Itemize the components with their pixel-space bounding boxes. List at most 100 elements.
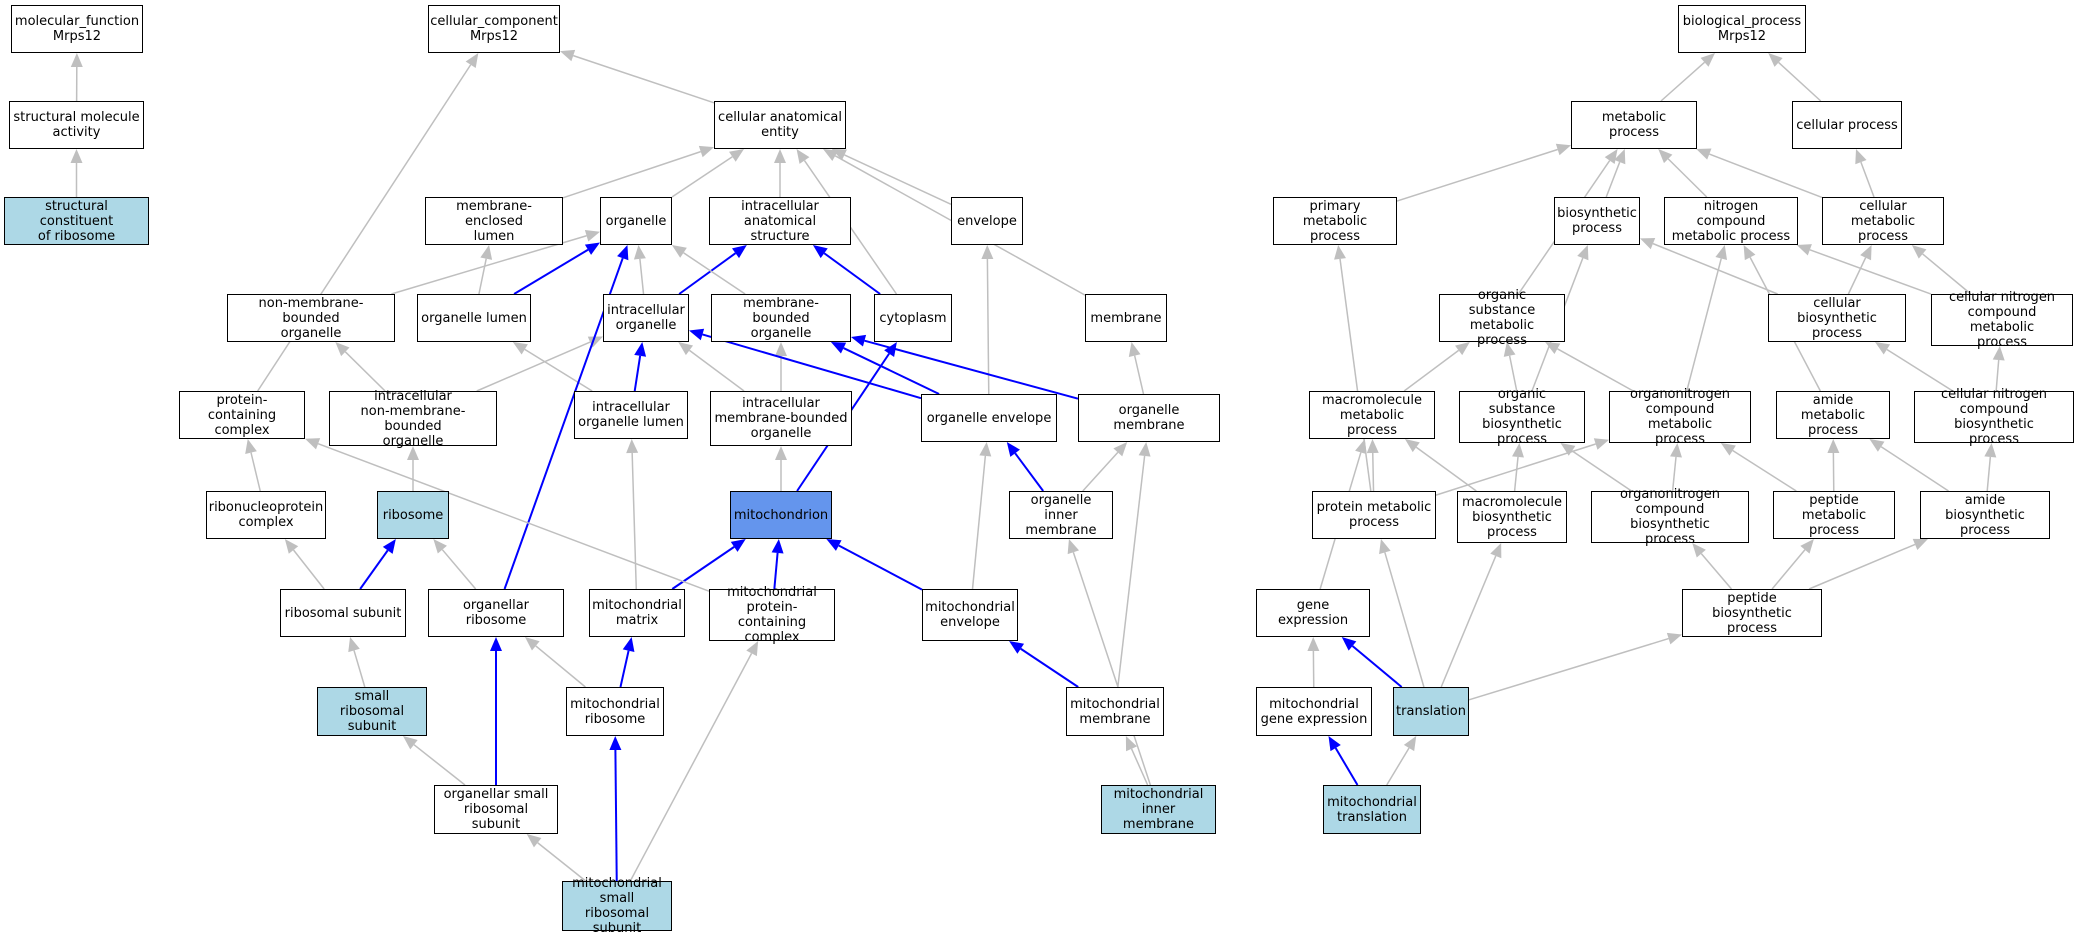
- node-organic-substance-biosynthetic-process[interactable]: organic substance biosynthetic process: [1459, 387, 1585, 447]
- edge-omem-mem: [1133, 355, 1145, 395]
- node-mitochondrial-translation[interactable]: mitochondrial translation: [1323, 785, 1421, 834]
- edge-io-ias: [678, 252, 737, 295]
- node-mitochondrial-protein-containing-complex[interactable]: mitochondrial protein-containing complex: [709, 585, 835, 645]
- node-macromolecule-biosynthetic-process[interactable]: macromolecule biosynthetic process: [1457, 491, 1567, 543]
- node-mitochondrial-small-ribosomal-subunit[interactable]: mitochondrial small ribosomal subunit: [562, 876, 672, 936]
- node-structural-constituent-of-ribosome[interactable]: structural constituent of ribosome: [4, 197, 149, 245]
- node-protein-metabolic-process[interactable]: protein metabolic process: [1312, 491, 1436, 539]
- arrowhead-pmp-mp: [1555, 143, 1571, 156]
- arrowhead-cncbp-cbp: [1875, 342, 1891, 355]
- node-intracellular-organelle[interactable]: intracellular organelle: [603, 294, 689, 342]
- edge-mel-cae: [562, 150, 701, 199]
- arrowhead-mpcc-pcc: [305, 438, 321, 450]
- arrowhead-imbo-io: [678, 342, 694, 356]
- edge-trans-prmp: [1384, 552, 1425, 688]
- node-membrane[interactable]: membrane: [1085, 294, 1167, 342]
- arrowhead-orgl-org: [584, 242, 600, 255]
- edge-cncmp-ncmp: [1809, 249, 1932, 295]
- node-amide-metabolic-process[interactable]: amide metabolic process: [1776, 391, 1890, 439]
- node-non-membrane-bounded-organelle[interactable]: non-membrane-bounded organelle: [227, 294, 395, 342]
- node-organelle-membrane[interactable]: organelle membrane: [1078, 394, 1220, 442]
- arrowhead-trans-ge: [1341, 637, 1357, 651]
- node-biological-process[interactable]: biological_process Mrps12: [1678, 5, 1806, 53]
- arrowhead-oim-omem: [1113, 442, 1128, 457]
- node-membrane-bounded-organelle[interactable]: membrane-bounded organelle: [711, 294, 851, 342]
- node-metabolic-process[interactable]: metabolic process: [1571, 101, 1697, 149]
- arrowhead-mssu-mribo: [609, 736, 622, 751]
- node-organellar-ribosome[interactable]: organellar ribosome: [428, 589, 564, 637]
- node-membrane-enclosed-lumen[interactable]: membrane-enclosed lumen: [425, 197, 563, 245]
- edge-osbp-osmp: [1508, 355, 1518, 392]
- arrowhead-prmp-pmp: [1334, 245, 1346, 260]
- arrowhead-mpcc-mito: [771, 539, 784, 554]
- node-mitochondrial-envelope[interactable]: mitochondrial envelope: [922, 589, 1018, 641]
- node-cellular-component[interactable]: cellular_component Mrps12: [428, 5, 560, 53]
- node-intracellular-organelle-lumen[interactable]: intracellular organelle lumen: [574, 391, 688, 439]
- edge-cmp-cp: [1860, 161, 1875, 198]
- edge-pepmp-oncmp: [1732, 449, 1797, 492]
- node-mitochondrial-gene-expression[interactable]: mitochondrial gene expression: [1256, 687, 1372, 736]
- node-cellular-nitrogen-compound-biosynthetic-process[interactable]: cellular nitrogen compound biosynthetic …: [1914, 387, 2074, 447]
- node-organonitrogen-compound-biosynthetic-process[interactable]: organonitrogen compound biosynthetic pro…: [1591, 487, 1749, 547]
- node-macromolecule-metabolic-process[interactable]: macromolecule metabolic process: [1309, 391, 1435, 439]
- node-cellular-process[interactable]: cellular process: [1792, 101, 1902, 149]
- edge-cmp-mp: [1709, 153, 1823, 199]
- node-organelle[interactable]: organelle: [600, 197, 672, 245]
- edge-rsu-ribo: [359, 549, 389, 590]
- node-molecular-function[interactable]: molecular_function Mrps12: [11, 5, 143, 53]
- node-organelle-inner-membrane[interactable]: organelle inner membrane: [1009, 491, 1113, 539]
- node-amide-biosynthetic-process[interactable]: amide biosynthetic process: [1920, 491, 2050, 539]
- edge-oncmp-ncmp: [1686, 258, 1722, 392]
- edge-cae-cc: [573, 54, 715, 104]
- arrowhead-pepmp-amp: [1827, 439, 1840, 454]
- node-nitrogen-compound-metabolic-process[interactable]: nitrogen compound metabolic process: [1664, 197, 1798, 245]
- edge-cncmp-cmp: [1922, 253, 1972, 295]
- arrowhead-cyto-cae: [796, 149, 810, 164]
- edge-mmat-mito: [671, 546, 735, 590]
- node-organic-substance-metabolic-process[interactable]: organic substance metabolic process: [1439, 288, 1565, 348]
- arrowhead-iol-orgl: [512, 342, 528, 355]
- edge-inmbo-nmbo: [344, 351, 386, 392]
- node-mitochondrial-matrix[interactable]: mitochondrial matrix: [589, 589, 685, 637]
- node-organellar-small-ribosomal-subunit[interactable]: organellar small ribosomal subunit: [434, 785, 558, 834]
- edge-mssu-mribo: [614, 749, 618, 882]
- node-ribonucleoprotein-complex[interactable]: ribonucleoprotein complex: [206, 491, 326, 539]
- node-mitochondrion[interactable]: mitochondrion: [730, 491, 832, 539]
- node-primary-metabolic-process[interactable]: primary metabolic process: [1273, 197, 1397, 245]
- edge-mim-mmem: [1130, 748, 1149, 786]
- node-ribosome[interactable]: ribosome: [377, 491, 449, 539]
- edge-menv-oenv: [971, 455, 987, 590]
- node-ribosomal-subunit[interactable]: ribosomal subunit: [280, 589, 406, 637]
- node-cellular-biosynthetic-process[interactable]: cellular biosynthetic process: [1768, 294, 1906, 342]
- node-translation[interactable]: translation: [1393, 687, 1469, 736]
- node-cytoplasm[interactable]: cytoplasm: [874, 294, 952, 342]
- node-organelle-envelope[interactable]: organelle envelope: [921, 394, 1057, 442]
- edge-mpcc-pcc: [317, 443, 710, 592]
- arrowhead-ossu-ssu: [403, 736, 418, 750]
- node-structural-molecule-activity[interactable]: structural molecule activity: [9, 101, 144, 149]
- node-biosynthetic-process[interactable]: biosynthetic process: [1554, 197, 1640, 245]
- node-gene-expression[interactable]: gene expression: [1256, 589, 1370, 637]
- node-cellular-metabolic-process[interactable]: cellular metabolic process: [1822, 197, 1944, 245]
- node-envelope[interactable]: envelope: [951, 197, 1023, 245]
- node-organelle-lumen[interactable]: organelle lumen: [417, 294, 531, 342]
- node-intracellular-membrane-bounded-organelle[interactable]: intracellular membrane-bounded organelle: [710, 391, 852, 446]
- node-cellular-nitrogen-compound-metabolic-process[interactable]: cellular nitrogen compound metabolic pro…: [1931, 290, 2073, 350]
- edge-mpcc-mito: [773, 552, 779, 590]
- node-mitochondrial-inner-membrane[interactable]: mitochondrial inner membrane: [1101, 785, 1216, 834]
- node-mitochondrial-membrane[interactable]: mitochondrial membrane: [1066, 687, 1164, 736]
- arrowhead-osbp-bsp: [1577, 245, 1589, 261]
- node-peptide-biosynthetic-process[interactable]: peptide biosynthetic process: [1682, 589, 1822, 637]
- arrowhead-mribo-mmat: [622, 637, 635, 652]
- node-intracellular-anatomical-structure[interactable]: intracellular anatomical structure: [709, 197, 851, 245]
- edge-cp-bp: [1778, 61, 1822, 102]
- node-mitochondrial-ribosome[interactable]: mitochondrial ribosome: [566, 687, 664, 736]
- node-peptide-metabolic-process[interactable]: peptide metabolic process: [1773, 491, 1895, 539]
- node-intracellular-non-membrane-bounded-organelle[interactable]: intracellular non-membrane-bounded organ…: [329, 389, 497, 449]
- arrowhead-mmem-menv: [1009, 641, 1025, 654]
- node-small-ribosomal-subunit[interactable]: small ribosomal subunit: [317, 687, 427, 736]
- node-cellular-anatomical-entity[interactable]: cellular anatomical entity: [714, 101, 846, 149]
- node-protein-containing-complex[interactable]: protein-containing complex: [179, 391, 305, 439]
- node-organonitrogen-compound-metabolic-process[interactable]: organonitrogen compound metabolic proces…: [1609, 387, 1751, 447]
